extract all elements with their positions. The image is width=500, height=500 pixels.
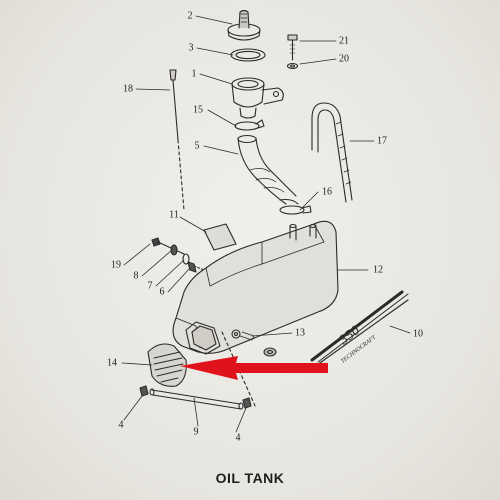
oil-tank-body — [172, 220, 339, 355]
diagram-title: OIL TANK — [215, 470, 285, 486]
callout-13: 13 — [295, 327, 305, 339]
callout-15: 15 — [193, 104, 203, 116]
callout-7: 7 — [147, 280, 153, 292]
callout-16: 16 — [322, 186, 332, 198]
bolt-and-washer — [286, 34, 299, 70]
red-arrow-icon — [180, 356, 328, 380]
dipstick — [169, 69, 185, 211]
callout-20: 20 — [339, 53, 349, 65]
callout-12: 12 — [373, 264, 383, 276]
leader-lines — [121, 15, 411, 433]
breather-pipe — [311, 102, 353, 203]
filler-cap — [227, 9, 261, 41]
callout-11: 11 — [169, 209, 179, 221]
grommet — [263, 347, 277, 357]
rubber-mount — [147, 343, 187, 387]
nut-left — [139, 385, 149, 397]
tank-decal — [309, 290, 409, 371]
callout-19: 19 — [111, 259, 121, 271]
pipe-clip — [279, 205, 312, 215]
callout-9: 9 — [193, 426, 199, 438]
callout-8: 8 — [133, 270, 139, 282]
callout-2: 2 — [187, 10, 193, 22]
mounting-hardware — [151, 237, 205, 273]
callout-4-left: 4 — [118, 419, 124, 431]
hose-clip — [234, 119, 265, 131]
callout-18: 18 — [123, 83, 133, 95]
callout-6: 6 — [159, 286, 165, 298]
flexible-pipe — [237, 134, 299, 205]
callout-14: 14 — [107, 357, 117, 369]
callout-21: 21 — [339, 35, 349, 47]
callout-1: 1 — [191, 68, 197, 80]
sealing-ring — [230, 48, 266, 62]
callout-10: 10 — [413, 328, 423, 340]
callout-4-right: 4 — [235, 432, 241, 444]
callout-3: 3 — [188, 42, 194, 54]
nut-right — [242, 397, 252, 409]
callout-17: 17 — [377, 135, 387, 147]
rubber-pad — [203, 223, 237, 251]
callout-5: 5 — [194, 140, 200, 152]
filler-neck — [231, 77, 284, 119]
